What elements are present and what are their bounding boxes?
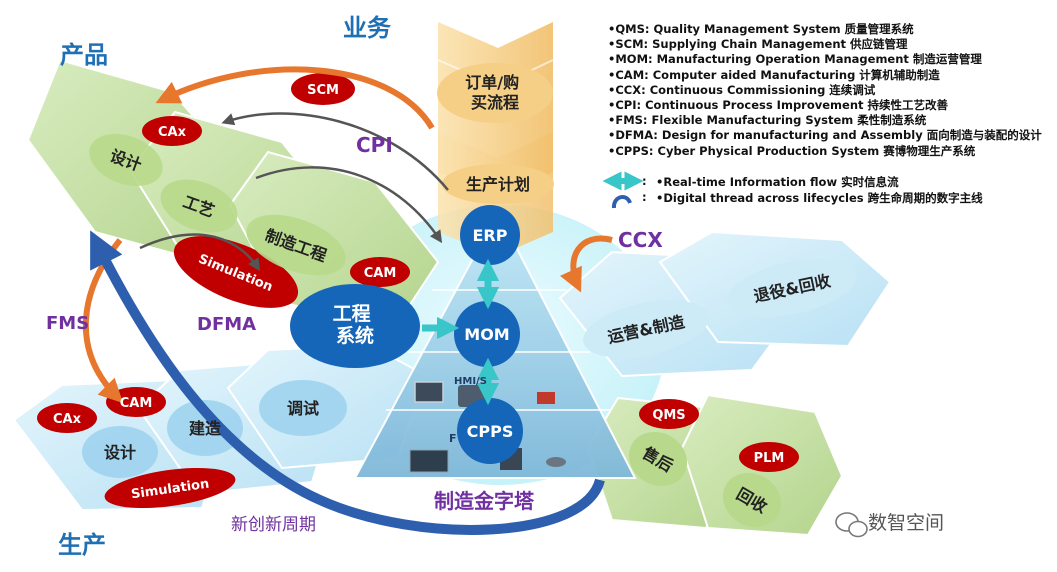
engineering-system-line1: 工程: [333, 303, 371, 325]
label-dfma: DFMA: [197, 314, 256, 335]
mom-label: MOM: [464, 325, 509, 344]
legend-item: •CAM: Computer aided Manufacturing 计算机辅助…: [608, 67, 940, 82]
simulation-tag-top: [173, 236, 299, 308]
stage-ovals: [82, 63, 857, 528]
qms-tag-label: QMS: [652, 408, 685, 423]
production-build-label: 建造: [189, 419, 222, 438]
plc-rack-icon: [409, 449, 449, 473]
legend-item: •CPPS: Cyber Physical Production System …: [608, 143, 976, 158]
business-order-line1: 订单/购: [465, 73, 519, 92]
firewall-icon: [537, 392, 555, 404]
legend-item: •CPI: Continuous Process Improvement 持续性…: [608, 98, 949, 113]
section-product: 产品: [60, 41, 108, 69]
cax-tag-bottom: [37, 403, 97, 433]
cax-top-tag-label: CAx: [158, 125, 187, 140]
legend-item: •CCX: Continuous Commissioning 连续调试: [608, 82, 876, 97]
mom-node: [454, 301, 520, 367]
legend-item: •DFMA: Design for manufacturing and Asse…: [608, 128, 1042, 143]
legend-item: •FMS: Flexible Manufacturing System 柔性制造…: [608, 113, 927, 128]
cam-top-tag-label: CAM: [364, 266, 397, 281]
section-business: 业务: [343, 14, 392, 42]
nodes: [290, 205, 523, 464]
label-innovation-cycle: 新创新周期: [231, 515, 316, 535]
cam-tag-top: [350, 257, 410, 287]
cax-tag-top: [142, 116, 202, 146]
hmi-label: HMI/S: [454, 376, 487, 387]
label-cpi: CPI: [356, 133, 393, 157]
engineering-system-line2: 系统: [336, 324, 374, 347]
legend-arrow-keys: [602, 171, 644, 209]
engineering-system-label: 工程 系统: [333, 303, 378, 347]
business-plan-label: 生产计划: [466, 175, 530, 194]
sensor-icon: [546, 457, 566, 467]
label-ccx: CCX: [618, 228, 663, 252]
abbreviation-legend: •QMS: Quality Management System 质量管理系统 •…: [608, 22, 1053, 159]
hmi-screen-icon: [414, 381, 444, 403]
cpps-node: [457, 398, 523, 464]
arrow-key-digital-thread: •Digital thread across lifecycles 跨生命周期的…: [656, 191, 983, 205]
plm-tag-label: PLM: [754, 451, 785, 466]
business-order-line2: 买流程: [471, 93, 519, 112]
engineering-system-node: [290, 284, 420, 368]
erp-label: ERP: [473, 226, 508, 245]
production-design-label: 设计: [104, 443, 136, 462]
business-order-label: 订单/购 买流程: [465, 73, 524, 112]
cpps-label: CPPS: [467, 422, 514, 441]
legend-item: •SCM: Supplying Chain Management 供应链管理: [608, 37, 908, 52]
arrow-key-realtime: •Real-time Information flow 实时信息流: [656, 175, 899, 189]
scm-arrow: [155, 66, 435, 130]
erp-node: [460, 205, 520, 265]
label-fms: FMS: [46, 313, 89, 334]
ccx-arrow: [560, 235, 613, 293]
scm-tag-label: SCM: [307, 83, 339, 98]
arrow-key-marker-digital-thread: :: [642, 190, 647, 204]
field-label: F: [449, 432, 457, 445]
cax-bottom-tag-label: CAx: [53, 412, 82, 427]
pyramid-title: 制造金字塔: [434, 489, 535, 513]
section-production: 生产: [58, 531, 106, 559]
wechat-logo-icon: [835, 512, 868, 538]
arrow-key-marker-realtime: :: [642, 174, 647, 188]
tags: [37, 73, 799, 509]
cam-bottom-tag-label: CAM: [120, 396, 153, 411]
scm-tag: [291, 73, 355, 105]
qms-tag: [639, 399, 699, 429]
simulation-tag-bottom: [104, 467, 236, 509]
legend-item: •MOM: Manufacturing Operation Management…: [608, 52, 982, 67]
cpi-arrows: [139, 112, 449, 272]
digital-thread-arrow: [90, 230, 605, 535]
watermark: 数智空间: [868, 512, 945, 534]
production-commission-label: 调试: [287, 399, 319, 418]
legend-item: •QMS: Quality Management System 质量管理系统: [608, 22, 914, 36]
info-links: [422, 258, 500, 406]
plm-tag: [739, 442, 799, 472]
